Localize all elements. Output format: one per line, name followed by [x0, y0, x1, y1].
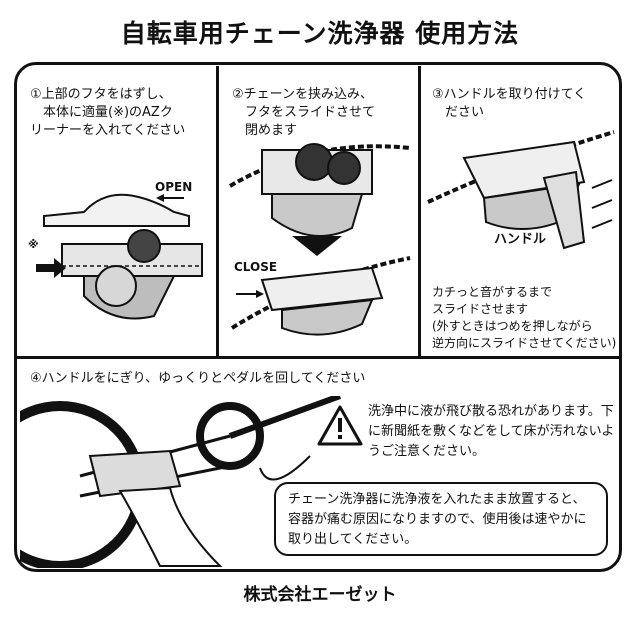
divider	[14, 356, 622, 359]
usage-note: チェーン洗浄器に洗浄液を入れたまま放置すると、容器が痛む原因になりますので、使用…	[274, 482, 608, 556]
step-1-text: ①上部のフタをはずし、 本体に適量(※)のAZク リーナーを入れてください	[30, 87, 186, 138]
company-name: 株式会社エーゼット	[243, 585, 397, 605]
open-label: OPEN	[155, 180, 193, 194]
handle-label: ハンドル	[494, 232, 547, 247]
step-3-note: カチっと音がするまで スライドさせます (外すときはつめを押しながら 逆方向にス…	[432, 285, 617, 350]
warning-icon	[317, 405, 363, 446]
step-1-illustration	[36, 193, 203, 320]
close-label: CLOSE	[234, 260, 278, 274]
step-3-illustration	[427, 130, 615, 250]
step-2-text: ②チェーンを挟み込み、 フタをスライドさせて 閉めます	[232, 87, 376, 138]
divider	[216, 66, 219, 358]
instruction-frame	[14, 62, 622, 572]
warning-text: 洗浄中に液が飛び散る恐れがあります。下に新聞紙を敷くなどをして床が汚れないようご…	[368, 404, 615, 459]
page-title: 自転車用チェーン洗浄器 使用方法	[120, 19, 520, 48]
step-3-text: ③ハンドルを取り付けてく ださい	[432, 87, 587, 120]
asterisk-mark: ※	[28, 238, 39, 251]
step-4-illustration	[20, 396, 342, 568]
step-4-text: ④ハンドルをにぎり、ゆっくりとペダルを回してください	[30, 371, 366, 386]
step-2-illustration	[228, 143, 411, 336]
divider	[418, 66, 421, 358]
